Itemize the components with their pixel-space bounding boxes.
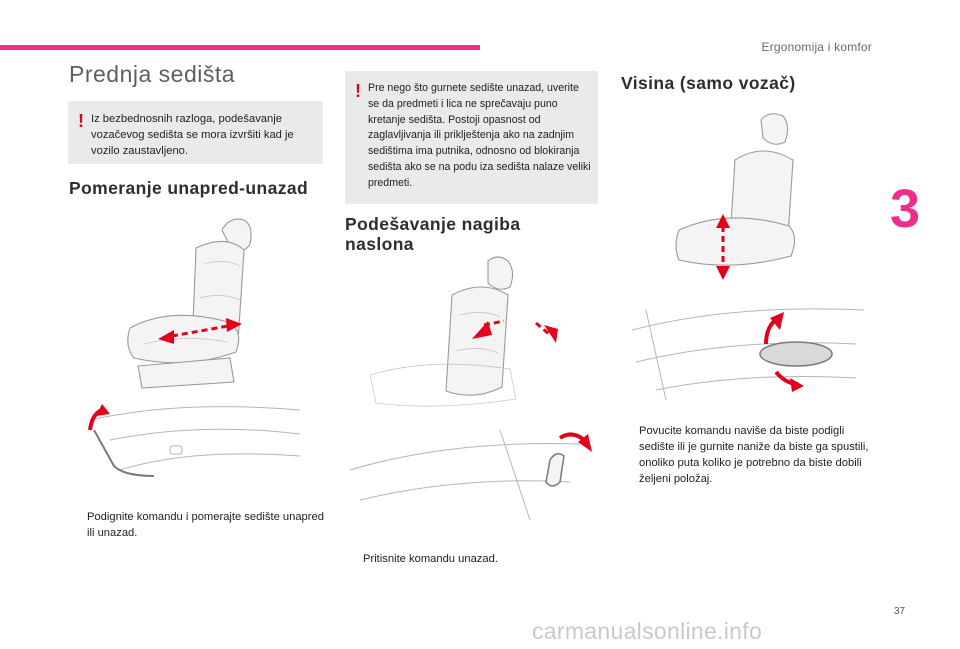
- arrow-backward-icon: [544, 325, 558, 343]
- seat-lever-fore-aft-illustration: [88, 404, 301, 477]
- arrow-backward-icon: [226, 318, 242, 332]
- watermark: carmanualsonline.info: [532, 618, 763, 644]
- chapter-number: 3: [890, 179, 921, 239]
- warning-text: Iz bezbednosnih razloga, podešavanje voz…: [91, 113, 294, 157]
- heading-backrest-angle: Podešavanje nagiba naslona: [345, 214, 521, 254]
- instruction-fore-aft: Podignite komandu i pomerajte sedište un…: [69, 509, 324, 541]
- arrow-up-icon: [716, 214, 730, 228]
- instruction-text: Pritisnite komandu unazad.: [363, 553, 498, 565]
- heading-fore-aft: Pomeranje unapred-unazad: [69, 178, 309, 198]
- arrow-down-icon: [716, 266, 730, 280]
- instruction-backrest: Pritisnite komandu unazad.: [345, 551, 585, 567]
- arrow-up-icon: [770, 312, 784, 330]
- arrow-forward-icon: [472, 321, 492, 339]
- warning-box-seat-backward: ! Pre nego što gurnete sedište unazad, u…: [345, 71, 598, 204]
- arrow-up-icon: [96, 404, 110, 416]
- seat-lever-height-illustration: [631, 308, 865, 401]
- arrow-down-icon: [790, 378, 804, 392]
- seat-fore-aft-illustration: [127, 218, 252, 389]
- warning-box-driver-seat: ! Iz bezbednosnih razloga, podešavanje v…: [68, 101, 323, 164]
- header-accent-bar: [0, 45, 480, 50]
- instruction-text: Podignite komandu i pomerajte sedište un…: [87, 511, 324, 539]
- warning-icon: !: [355, 81, 361, 101]
- seat-lever-backrest-illustration: [349, 429, 592, 521]
- instruction-text: Povucite komandu naviše da biste podigli…: [639, 425, 869, 485]
- seat-height-illustration: [675, 113, 796, 280]
- heading-height: Visina (samo vozač): [621, 73, 796, 93]
- backrest-tilt-illustration: [369, 256, 558, 407]
- warning-icon: !: [78, 111, 84, 131]
- page-title: Prednja sedišta: [69, 61, 236, 87]
- section-title: Ergonomija i komfor: [761, 40, 872, 54]
- arrow-curved-icon: [578, 434, 592, 452]
- instruction-height: Povucite komandu naviše da biste podigli…: [621, 423, 871, 487]
- warning-text: Pre nego što gurnete sedište unazad, uve…: [368, 82, 591, 189]
- page-number: 37: [894, 606, 906, 617]
- arrow-forward-icon: [158, 330, 174, 344]
